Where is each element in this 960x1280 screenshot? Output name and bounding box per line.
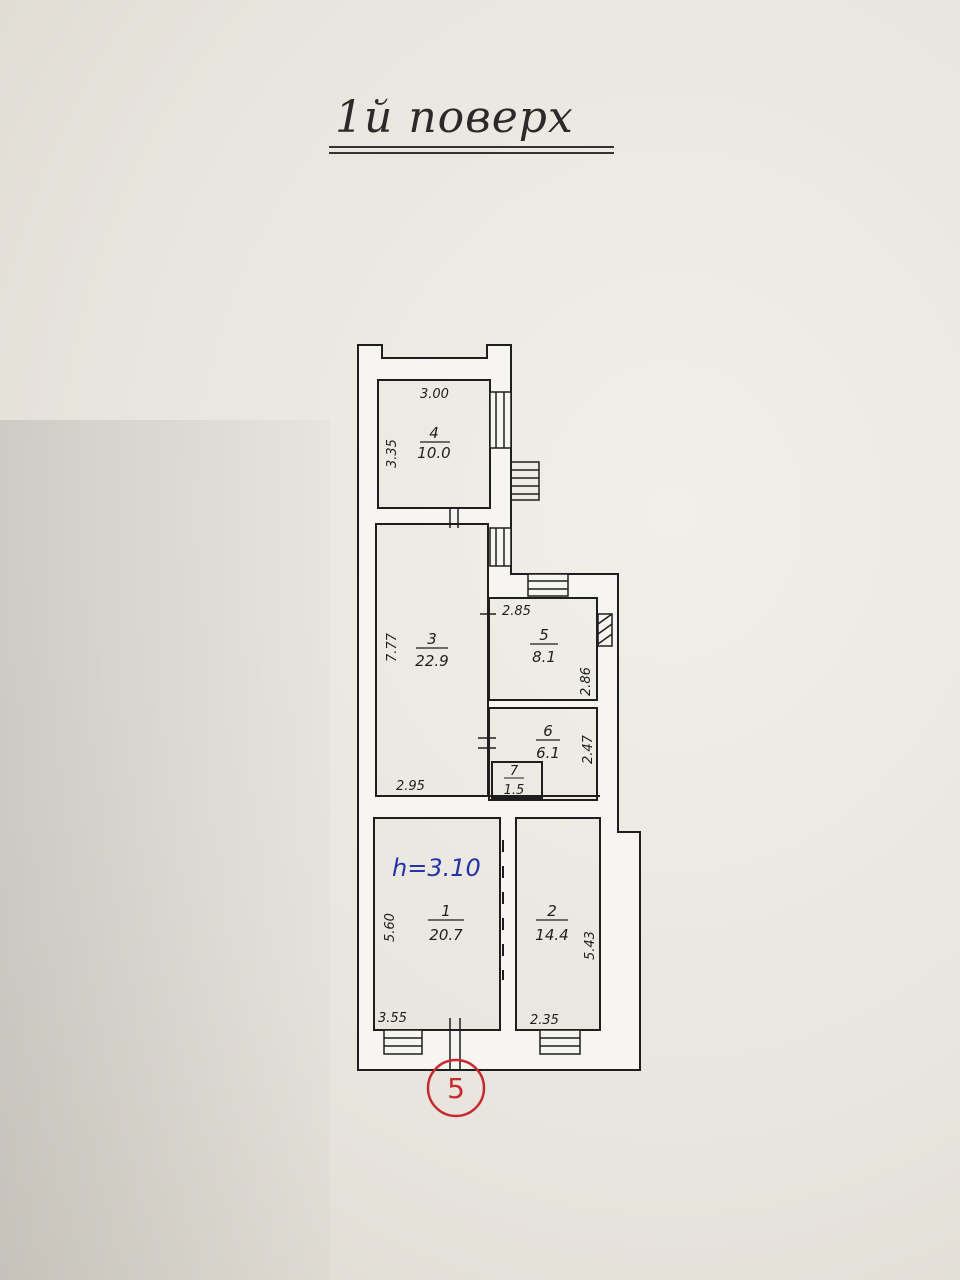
- room-6-area: 6.1: [536, 744, 560, 762]
- title-text: 1й поверх: [335, 92, 574, 143]
- exterior-stairs: [510, 461, 540, 501]
- room-2-area: 14.4: [535, 926, 568, 944]
- room-4-number: 4: [429, 424, 439, 442]
- room-2-number: 2: [547, 902, 557, 920]
- room-1-number: 1: [441, 902, 451, 920]
- window-bottom-right: [539, 1029, 581, 1055]
- dim-room5-length: 2.86: [579, 667, 594, 696]
- room-3-number: 3: [427, 630, 437, 648]
- room-6-number: 6: [543, 722, 553, 740]
- dim-room3-width: 2.95: [396, 779, 425, 794]
- title-underline: [329, 152, 614, 154]
- room-7-box: [491, 761, 543, 799]
- window-mid: [489, 527, 512, 567]
- room-5-area: 8.1: [532, 648, 556, 666]
- dim-room1-length: 5.60: [383, 913, 398, 942]
- wall-mass: [357, 344, 641, 1071]
- window-bottom-left: [383, 1029, 423, 1055]
- dim-room2-length: 5.43: [583, 931, 598, 960]
- room-7-number: 7: [510, 764, 519, 779]
- dim-room2-width: 2.35: [530, 1013, 559, 1028]
- window-room5: [527, 573, 569, 597]
- chimney-hatch: [597, 613, 613, 647]
- plan-title: 1й поверх: [329, 92, 625, 162]
- dim-room3-length: 7.77: [385, 632, 400, 662]
- room-1-area: 20.7: [429, 926, 463, 944]
- stamp-number: 5: [447, 1072, 465, 1105]
- ceiling-height-note: h=3.10: [392, 854, 481, 882]
- stamp-circle: [426, 1058, 486, 1118]
- title-underline: [329, 146, 614, 148]
- room-5-number: 5: [539, 626, 549, 644]
- room-4-area: 10.0: [417, 444, 450, 462]
- dim-room4-width: 3.00: [420, 387, 449, 402]
- room-7-area: 1.5: [504, 783, 525, 798]
- window-top: [489, 391, 512, 449]
- dim-room4-length: 3.35: [385, 439, 400, 468]
- dim-room1-width: 3.55: [378, 1011, 407, 1026]
- dim-room6-length: 2.47: [581, 734, 596, 764]
- dim-room5-width: 2.85: [502, 604, 531, 619]
- room-3-area: 22.9: [415, 652, 448, 670]
- paper-shadow: [0, 420, 330, 1280]
